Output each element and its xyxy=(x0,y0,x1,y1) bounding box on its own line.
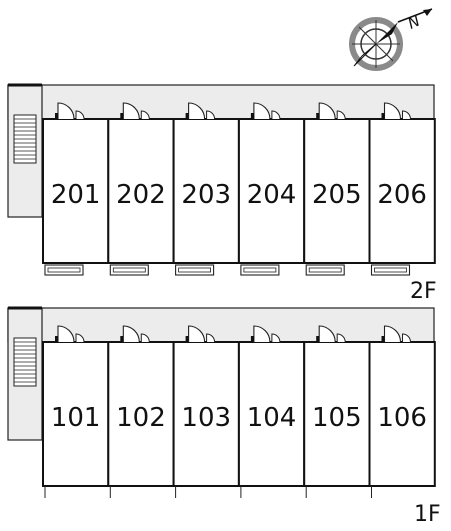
window-swing xyxy=(75,110,85,120)
floor-2f: 201 202 203 204 205 206 2F xyxy=(7,83,437,304)
window-swing xyxy=(402,333,411,343)
unit-number: 201 xyxy=(51,180,101,210)
door-hinge xyxy=(185,113,189,119)
door-hinge xyxy=(185,336,189,342)
unit-number: 206 xyxy=(377,180,427,210)
unit-number: 204 xyxy=(247,180,297,210)
door-hinge xyxy=(250,113,254,119)
unit-202: 202 xyxy=(107,102,175,276)
unit-row: 101 102 103 104 105 106 xyxy=(42,325,436,498)
unit-101: 101 xyxy=(42,325,110,498)
unit-203: 203 xyxy=(172,102,240,276)
floor-label-2f: 2F xyxy=(410,279,437,304)
door-swing xyxy=(57,325,75,343)
window-swing xyxy=(140,110,150,120)
unit-room xyxy=(107,118,175,264)
unit-206: 206 xyxy=(368,102,436,276)
unit-105: 105 xyxy=(303,325,371,498)
floor-label-1f: 1F xyxy=(414,502,441,527)
unit-room xyxy=(303,341,371,487)
window-swing xyxy=(75,333,85,343)
door-swing xyxy=(253,325,271,343)
unit-number: 202 xyxy=(116,180,166,210)
balcony xyxy=(109,264,149,276)
door-swing xyxy=(253,102,271,120)
unit-103: 103 xyxy=(172,325,240,498)
unit-102: 102 xyxy=(107,325,175,498)
balcony xyxy=(305,264,345,276)
door-hinge xyxy=(316,336,320,342)
window-swing xyxy=(402,110,411,120)
window-swing xyxy=(140,333,150,343)
balcony xyxy=(44,264,84,276)
unit-number: 101 xyxy=(51,403,101,433)
staircase xyxy=(13,337,37,387)
door-hinge xyxy=(55,113,58,119)
balcony-rail xyxy=(112,267,146,273)
door-swing xyxy=(318,325,336,343)
unit-number: 203 xyxy=(181,180,231,210)
door-hinge xyxy=(120,336,124,342)
door-hinge xyxy=(120,113,124,119)
unit-106: 106 xyxy=(368,325,436,498)
window-swing xyxy=(271,110,281,120)
door-hinge xyxy=(250,336,254,342)
unit-room xyxy=(303,118,371,264)
unit-number: 102 xyxy=(116,403,166,433)
unit-number: 106 xyxy=(377,403,427,433)
window-swing xyxy=(271,333,281,343)
staircase xyxy=(13,114,37,164)
balcony-rail xyxy=(178,267,212,273)
door-swing xyxy=(122,102,140,120)
balcony-rail xyxy=(47,267,81,273)
window-swing xyxy=(336,110,346,120)
unit-room xyxy=(237,341,306,487)
door-swing xyxy=(188,325,206,343)
window-swing xyxy=(206,333,216,343)
unit-201: 201 xyxy=(42,102,110,276)
balcony xyxy=(370,264,411,276)
unit-number: 103 xyxy=(181,403,231,433)
door-swing xyxy=(383,325,402,343)
balcony-rail xyxy=(243,267,277,273)
window-swing xyxy=(206,110,216,120)
unit-row: 201 202 203 204 205 206 xyxy=(42,102,436,276)
compass-rose-icon xyxy=(349,8,433,71)
door-swing xyxy=(122,325,140,343)
floor-1f: 101 102 103 104 105 106 1F xyxy=(7,306,441,527)
unit-room xyxy=(368,341,436,487)
door-swing xyxy=(57,102,75,120)
unit-205: 205 xyxy=(303,102,371,276)
balcony xyxy=(240,264,280,276)
unit-room xyxy=(172,118,240,264)
unit-number: 205 xyxy=(312,180,362,210)
door-swing xyxy=(188,102,206,120)
unit-204: 204 xyxy=(237,102,306,276)
unit-number: 105 xyxy=(312,403,362,433)
door-swing xyxy=(383,102,402,120)
balcony xyxy=(175,264,215,276)
door-hinge xyxy=(381,336,385,342)
door-swing xyxy=(318,102,336,120)
compass-north-label: N xyxy=(405,12,423,33)
balcony-rail xyxy=(308,267,342,273)
door-hinge xyxy=(55,336,58,342)
door-hinge xyxy=(381,113,385,119)
unit-number: 104 xyxy=(247,403,297,433)
balcony-rail xyxy=(374,267,407,273)
unit-room xyxy=(368,118,436,264)
unit-104: 104 xyxy=(237,325,306,498)
door-hinge xyxy=(316,113,320,119)
window-swing xyxy=(336,333,346,343)
